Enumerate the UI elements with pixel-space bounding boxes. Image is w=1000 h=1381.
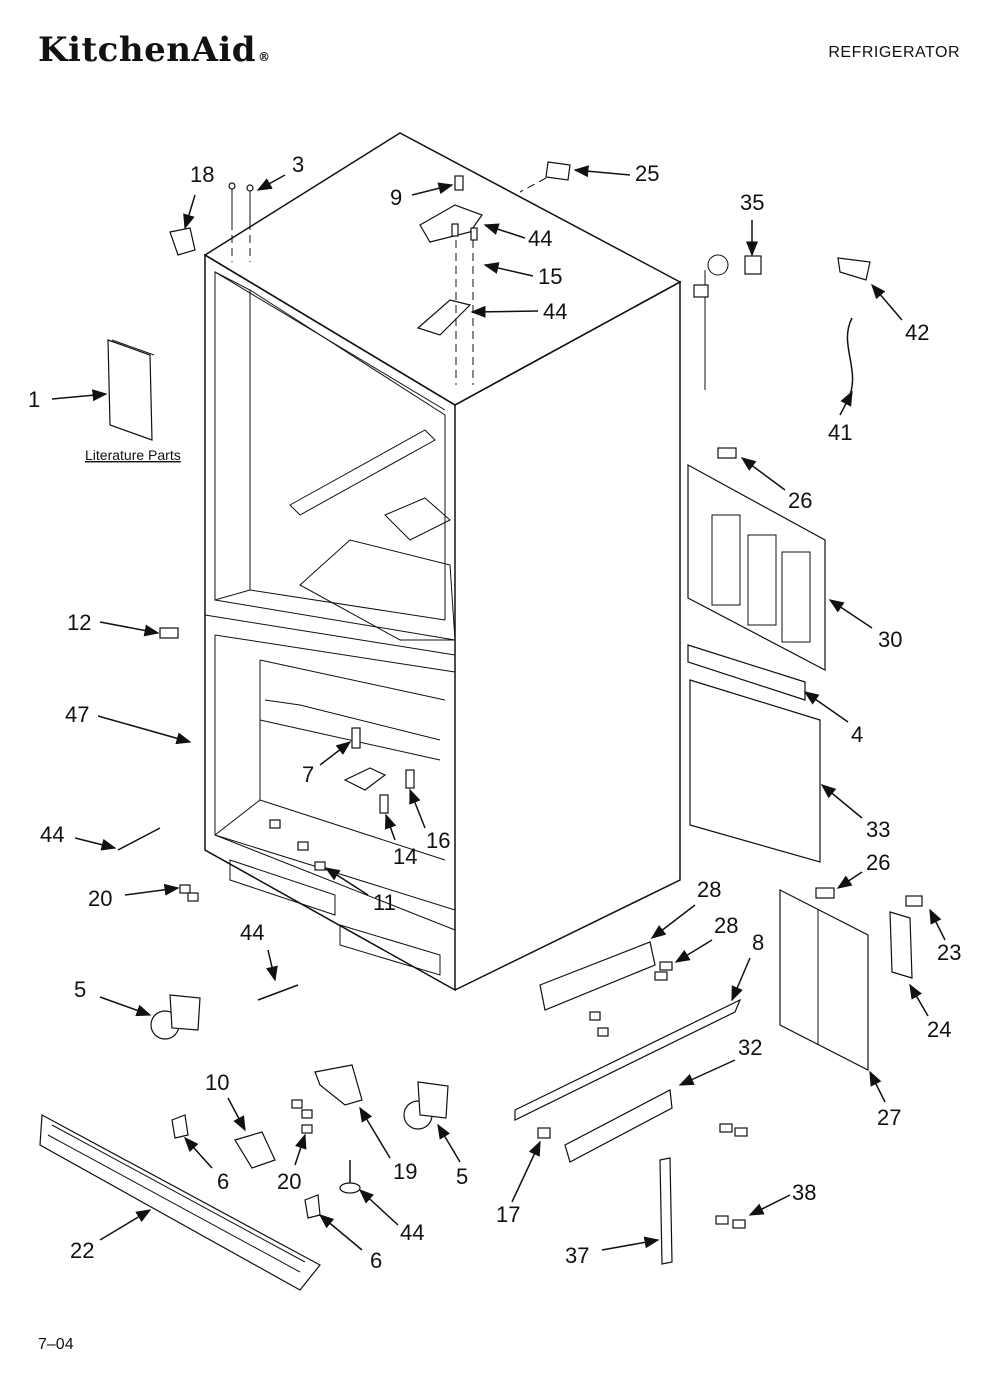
callout-label: 15	[538, 264, 562, 289]
callout-label: 24	[927, 1017, 951, 1042]
part-14-screws	[451, 223, 478, 241]
callout-label: 1	[28, 387, 40, 412]
callouts: 18 3 9 25 44 15 44 35 42 41 1 Literature…	[28, 152, 961, 1273]
part-42-hinge-cover	[419, 204, 483, 243]
part-22-grille	[39, 1114, 321, 1291]
part-31-rail	[564, 1089, 673, 1163]
part-18-screw	[537, 1127, 551, 1139]
footer-code: 7–04	[38, 1336, 74, 1353]
part-30-rear-panel	[687, 463, 826, 671]
callout-label: 28	[697, 877, 721, 902]
callout-label: 17	[496, 1202, 520, 1227]
callout-label: 44	[528, 226, 552, 251]
part-44-screw-upper	[117, 827, 161, 851]
callout-label: 27	[877, 1105, 901, 1130]
callout-label: 7	[302, 762, 314, 787]
callout-label: 42	[905, 320, 929, 345]
part-8-rail	[514, 998, 742, 1121]
section-title: REFRIGERATOR	[828, 44, 960, 61]
part-34-bracket	[659, 1157, 673, 1265]
callout-label: 44	[40, 822, 64, 847]
callout-label: 16	[426, 828, 450, 853]
callout-label: 18	[190, 162, 214, 187]
callout-label: 23	[937, 940, 961, 965]
part-19-bracket	[314, 1064, 363, 1106]
part-25-screw-upper	[717, 447, 737, 459]
part-16-15-brackets	[343, 767, 415, 814]
callout-label: 28	[714, 913, 738, 938]
part-44-screw-lower	[257, 984, 299, 1001]
part-3-screws	[228, 182, 254, 262]
brand-logo: KitchenAid®	[38, 30, 271, 70]
literature-parts-label: Literature Parts	[85, 447, 181, 463]
part-13-rail-bracket	[539, 941, 656, 1011]
part-37-tube	[846, 317, 854, 401]
callout-label: 6	[370, 1248, 382, 1273]
part-25-screw-lower	[815, 887, 835, 899]
part-11-screws	[269, 819, 326, 871]
callout-label: 30	[878, 627, 902, 652]
callout-label: 14	[393, 844, 417, 869]
part-46-leveler	[339, 1160, 361, 1194]
part-32-thermistor	[693, 254, 762, 390]
part-12-screw	[159, 627, 179, 639]
part-9-screw	[454, 175, 464, 191]
callout-label: 5	[456, 1164, 468, 1189]
callout-label: 19	[393, 1159, 417, 1184]
callout-label: 44	[543, 299, 567, 324]
callout-label: 25	[635, 161, 659, 186]
brand-name: KitchenAid	[38, 30, 257, 70]
callout-label: 8	[752, 930, 764, 955]
callout-label: 6	[217, 1169, 229, 1194]
part-20-screws-left	[179, 884, 199, 902]
callout-label: 47	[65, 702, 89, 727]
callout-label: 44	[240, 920, 264, 945]
callout-label: 26	[866, 850, 890, 875]
part-33-panel	[689, 679, 821, 863]
part-26-plate	[889, 911, 913, 979]
part-6-clip-lower	[304, 1194, 321, 1219]
callout-label: 11	[373, 890, 396, 915]
part-17-bracket	[169, 227, 196, 256]
part-20-screws-right	[291, 1099, 313, 1134]
brand-registered-mark: ®	[258, 50, 271, 64]
part-38-clip	[837, 257, 871, 281]
part-28-screws	[589, 961, 673, 1037]
cabinet	[203, 132, 682, 992]
callout-label: 20	[88, 886, 112, 911]
callout-label: 20	[277, 1169, 301, 1194]
part-6-clip-upper	[171, 1114, 189, 1139]
callout-label: 32	[738, 1035, 762, 1060]
callout-label: 33	[866, 817, 890, 842]
callout-label: 5	[74, 977, 86, 1002]
part-23-screw	[905, 895, 923, 907]
callout-label: 9	[390, 185, 402, 210]
callout-label: 3	[292, 152, 304, 177]
part-35-screws	[715, 1123, 748, 1229]
callout-label: 10	[205, 1070, 229, 1095]
part-7-pin	[351, 727, 361, 749]
part-24-label	[519, 161, 571, 193]
callout-label: 35	[740, 190, 764, 215]
part-5-caster-right	[403, 1081, 449, 1130]
part-41-hinge	[416, 240, 474, 385]
callout-label: 26	[788, 488, 812, 513]
callout-label: 12	[67, 610, 91, 635]
callout-label: 44	[400, 1220, 424, 1245]
part-1-manual	[107, 339, 155, 441]
callout-label: 37	[565, 1243, 589, 1268]
part-5-caster-left	[150, 994, 201, 1040]
part-10-pad	[234, 1131, 276, 1169]
callout-label: 41	[828, 420, 852, 445]
part-27-panel	[779, 889, 869, 1071]
callout-label: 22	[70, 1238, 94, 1263]
callout-label: 4	[851, 722, 863, 747]
callout-label: 38	[792, 1180, 816, 1205]
